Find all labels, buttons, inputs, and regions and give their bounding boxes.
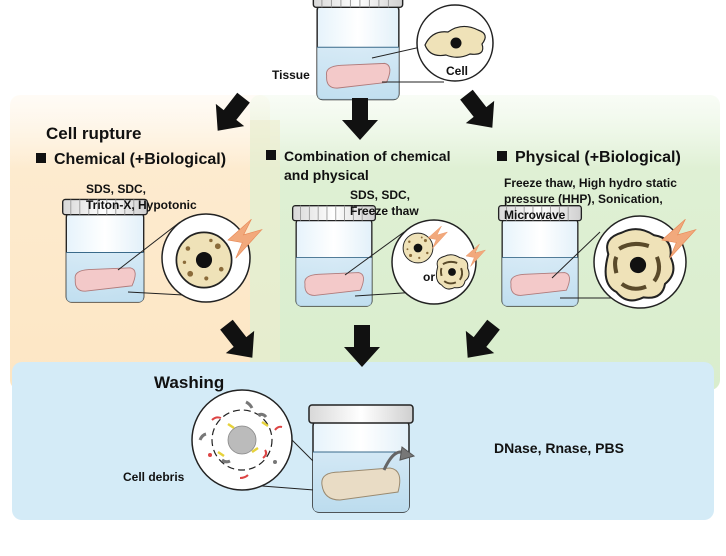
combination-agents-line2: Freeze thaw <box>350 204 419 218</box>
debris-circle <box>191 389 293 491</box>
physical-heading-text: Physical (+Biological) <box>515 149 681 166</box>
combination-agents-line1: SDS, SDC, <box>350 188 411 202</box>
washing-reagents: DNase, Rnase, PBS <box>494 440 624 456</box>
chemical-zoom-line-1 <box>117 221 181 271</box>
chemical-jar <box>62 198 148 303</box>
physical-cell-circle <box>593 215 687 309</box>
combination-heading-line1: Combination of chemical <box>284 148 451 164</box>
physical-bullet <box>497 151 507 161</box>
chemical-agents-line1: SDS, SDC, <box>86 182 147 196</box>
washing-jar <box>308 404 414 513</box>
physical-agents-line3: Microwave <box>504 208 566 222</box>
combination-panel-blend <box>250 120 280 390</box>
chemical-heading-text: Chemical (+Biological) <box>54 151 227 168</box>
cell-label: Cell <box>446 64 469 78</box>
chemical-heading: Chemical (+Biological) <box>36 150 226 169</box>
tissue-label: Tissue <box>272 68 310 82</box>
combination-heading: Combination of chemical <box>266 148 450 165</box>
debris-label: Cell debris <box>123 470 185 484</box>
physical-heading: Physical (+Biological) <box>497 148 681 167</box>
cell-zoom-circle <box>416 4 494 82</box>
physical-panel <box>250 95 720 390</box>
physical-agents-line1: Freeze thaw, High hydro static <box>504 176 677 190</box>
chemical-bullet <box>36 153 46 163</box>
combination-or-label: or <box>423 270 435 284</box>
chemical-cell-circle <box>161 213 251 303</box>
combination-bullet <box>266 150 276 160</box>
combination-cell-circle <box>391 219 477 305</box>
combination-jar <box>291 205 377 307</box>
outflow-arrow-icon <box>382 446 416 471</box>
combination-heading-line2: and physical <box>284 167 369 183</box>
combination-zoom-line-1 <box>344 231 405 276</box>
physical-zoom-line-1 <box>551 231 601 279</box>
physical-agents-line2: pressure (HHP), Sonication, <box>504 192 663 206</box>
tissue-jar <box>312 0 404 101</box>
chemical-agents-line2: Triton-X, Hypotonic <box>86 198 197 212</box>
washing-title: Washing <box>154 373 225 392</box>
cell-rupture-title: Cell rupture <box>46 124 142 143</box>
